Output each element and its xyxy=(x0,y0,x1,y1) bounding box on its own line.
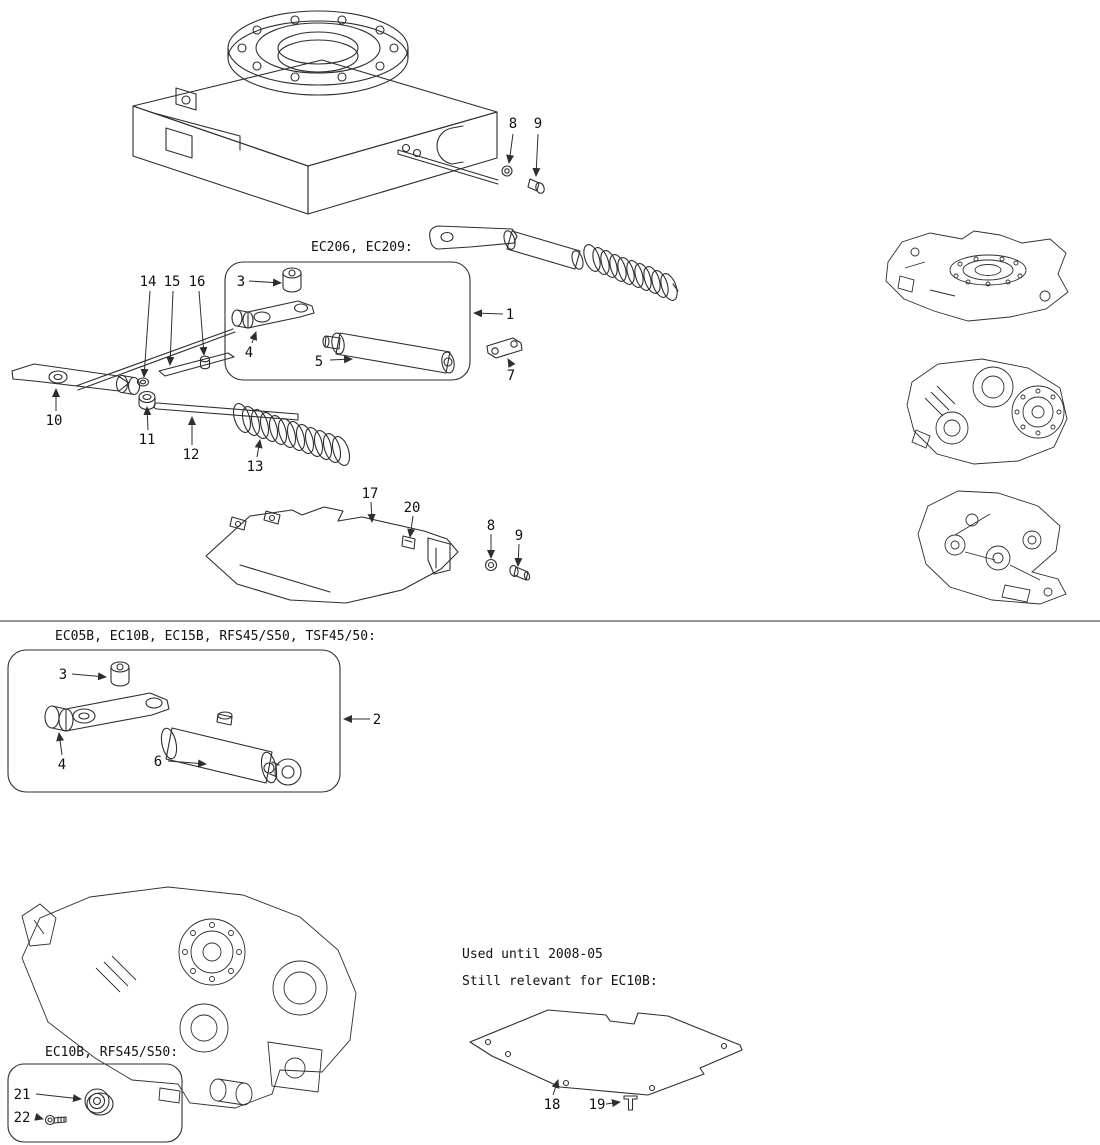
part-13-spring xyxy=(232,402,351,467)
washer-bolt-8-9-lower xyxy=(484,558,531,581)
thumbnail-upper-frame xyxy=(885,230,1069,322)
callout-17: 17 xyxy=(361,486,379,502)
part-3b-pivot-pin xyxy=(110,661,130,687)
callout-4: 4 xyxy=(244,345,254,361)
part-12-rod xyxy=(153,402,299,421)
callout-20: 20 xyxy=(403,500,421,516)
callout-12: 12 xyxy=(182,447,200,463)
note-still-relevant: Still relevant for EC10B: xyxy=(462,974,658,989)
part-21-grommet xyxy=(84,1088,114,1116)
callout-9-lower: 9 xyxy=(514,528,524,544)
part-7-link xyxy=(486,337,523,359)
callout-15: 15 xyxy=(163,274,181,290)
callout-11: 11 xyxy=(138,432,156,448)
callout-6: 6 xyxy=(153,754,163,770)
part-11-nut xyxy=(138,390,156,410)
callout-7: 7 xyxy=(506,368,516,384)
leader-lines xyxy=(34,133,621,1121)
pin-washer-bolt-8-9 xyxy=(397,149,545,194)
callout-9-top: 9 xyxy=(533,116,543,132)
part-17-floor-plate xyxy=(205,506,459,604)
group-label-ec10b: EC10B, RFS45/S50: xyxy=(45,1045,179,1060)
part-5-damper-cylinder xyxy=(322,332,455,374)
callout-1: 1 xyxy=(505,307,515,323)
callout-2: 2 xyxy=(372,712,382,728)
callout-4b: 4 xyxy=(57,757,67,773)
part-4-clevis-arm xyxy=(231,300,315,329)
callout-18: 18 xyxy=(543,1097,561,1113)
group-label-ec05b: EC05B, EC10B, EC15B, RFS45/S50, TSF45/50… xyxy=(55,629,376,644)
callout-10: 10 xyxy=(45,413,63,429)
lower-gearbox-drawing xyxy=(21,886,357,1109)
part-10-lever xyxy=(11,363,141,396)
thumbnail-gearbox xyxy=(906,358,1068,465)
part-6-cylinder xyxy=(160,711,302,786)
part-18-plate xyxy=(469,1009,743,1096)
parts-14-15-16-small xyxy=(136,352,235,387)
callout-14: 14 xyxy=(139,274,157,290)
part-20-clip xyxy=(401,535,416,550)
callout-3b: 3 xyxy=(58,667,68,683)
part-4b-clevis-arm xyxy=(44,692,170,732)
thumbnail-undercarriage xyxy=(917,490,1067,605)
callout-19: 19 xyxy=(588,1097,606,1113)
part-22-screw xyxy=(44,1114,67,1126)
callout-16: 16 xyxy=(188,274,206,290)
part-3-pivot-pin xyxy=(282,267,302,293)
callout-5: 5 xyxy=(314,354,324,370)
part-19-screw xyxy=(623,1095,638,1111)
note-used-until: Used until 2008-05 xyxy=(462,947,603,962)
ec206-group-box xyxy=(224,261,471,381)
upper-gearbox-drawing xyxy=(132,10,498,215)
callout-13: 13 xyxy=(246,459,264,475)
long-link-rod xyxy=(75,328,236,391)
group-label-ec206: EC206, EC209: xyxy=(311,240,413,255)
callout-3: 3 xyxy=(236,274,246,290)
callout-21: 21 xyxy=(13,1087,31,1103)
callout-22: 22 xyxy=(13,1110,31,1126)
callout-8-lower: 8 xyxy=(486,518,496,534)
ec10b-group-box xyxy=(7,1063,183,1143)
ec05b-group-box xyxy=(7,649,341,793)
spring-damper-assembly xyxy=(429,225,679,301)
callout-8-top: 8 xyxy=(508,116,518,132)
